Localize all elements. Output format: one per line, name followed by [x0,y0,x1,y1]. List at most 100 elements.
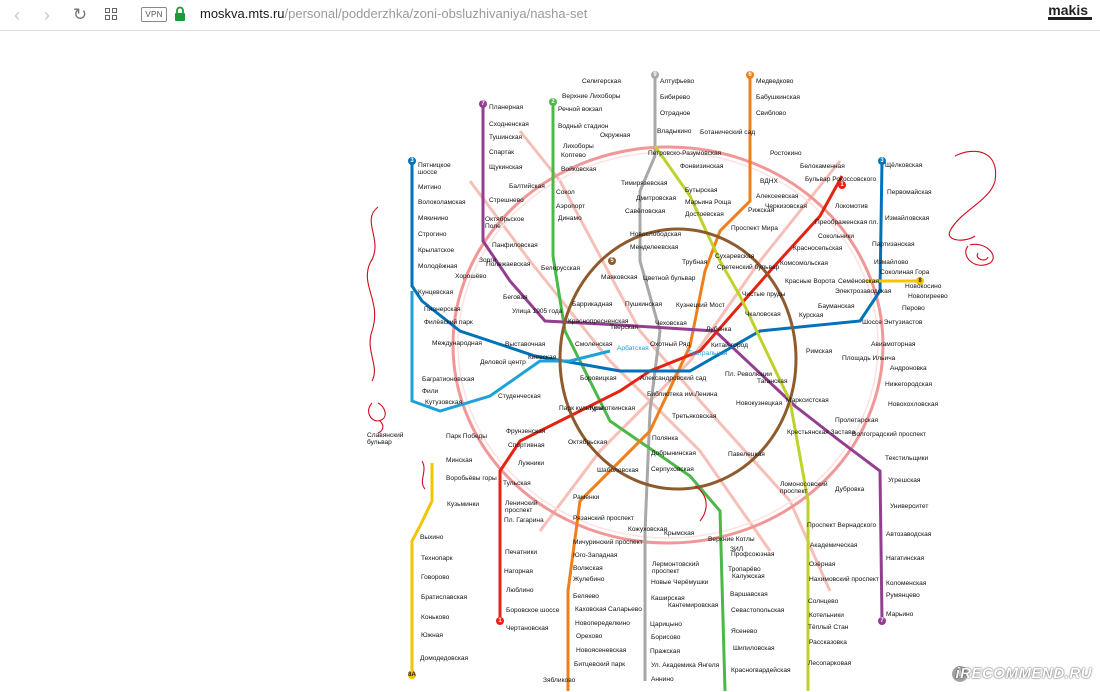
station-label: Нагатинская [886,555,925,562]
station-label: Верхние Лихоборы [562,93,621,100]
line-8a-badge: 8А [408,671,416,679]
station-label: Аэропорт [556,203,586,210]
station-label: Преображенская пл. [815,219,879,226]
station-label: Крестьянская Застава [787,429,856,436]
station-label: Аннино [651,676,674,683]
address-bar[interactable]: moskva.mts.ru/personal/podderzhka/zoni-o… [200,6,587,21]
station-label: Окружная [600,132,631,139]
station-label: Черкизовская [765,203,807,210]
station-label: Менделеевская [630,244,679,251]
station-label: Новослободская [630,231,682,238]
station-label: Дубровка [835,486,865,493]
station-label: Римская [806,348,833,355]
station-label: Чистые пруды [742,291,786,298]
station-label: Румянцево [886,592,920,599]
station-label: Печатники [505,549,538,556]
station-label: Лесопарковая [808,660,852,667]
station-label: Выставочная [505,341,546,348]
station-label: Сокольники [818,233,855,240]
station-label: Боровицкая [580,375,617,382]
station-label: Ростокино [770,150,802,157]
station-label: Беляево [573,593,599,600]
station-label: Серпуховская [651,466,694,473]
station-label: Чкаловская [745,311,781,318]
line-2-badge: 2 [549,98,557,106]
station-label: Саларьево [608,606,642,613]
pen-scribbles [366,150,997,522]
lock-icon[interactable] [174,6,186,22]
station-label: Алтуфьево [660,78,695,85]
line-5-ring [558,227,798,491]
station-label: Новоясеневская [576,647,627,654]
station-label: Кропоткинская [590,405,636,412]
station-label: Лужники [518,460,545,467]
line-6-badge: 6 [746,71,754,79]
station-label: Крымская [664,530,695,537]
station-label: Международная [432,340,482,347]
forward-arrow-icon[interactable]: › [44,5,50,25]
station-label: Минская [446,457,473,464]
station-label: Октябрьское Поле [485,216,525,230]
station-label: Фонвизинская [680,163,724,170]
line-1-badge: 1 [496,617,504,625]
station-label: Калужская [732,573,765,580]
station-label: Локомотив [835,203,868,210]
station-label: Добрынинская [651,450,696,457]
station-label: Смоленская [575,341,613,348]
station-label: Рассказовка [809,639,847,646]
station-label: Войковская [561,166,597,173]
station-label: Каховская [575,606,607,613]
station-label: Боровское шоссе [506,607,560,614]
station-label: Битцевский парк [574,661,625,668]
station-label: Парк Победы [446,433,488,440]
station-label: Петровско-Разумовская [648,150,722,157]
station-label: Орехово [576,633,603,640]
station-label: Кутузовская [425,399,463,406]
station-label: Соколиная Гора [880,269,930,276]
station-label: Новопеределкино [575,620,630,627]
station-label: Щукинская [489,164,523,171]
station-label: Коломенская [886,580,927,587]
station-label: Жулебино [573,576,605,583]
station-label: Волоколамская [418,199,466,206]
station-label: Угрешская [888,477,921,484]
station-label: Бутырская [685,187,718,194]
station-label: Дмитровская [636,195,677,202]
profile-name[interactable]: makis [1048,2,1088,18]
station-label: Бибирево [660,94,690,101]
station-label: Волгоградский проспект [852,431,927,438]
station-label: Домодедовская [420,655,469,662]
station-label: Охотный Ряд [650,341,691,348]
station-label: ВДНХ [760,178,778,185]
back-arrow-icon[interactable]: ‹ [14,5,20,25]
station-label: Технопарк [421,555,453,562]
url-path: /personal/podderzhka/zoni-obsluzhivaniya… [284,6,588,21]
vpn-badge[interactable]: VPN [141,7,167,22]
watermark-badge: i [952,666,968,682]
station-label: Полянка [652,435,679,442]
station-label: ЗИЛ [730,546,744,553]
station-label: Бабушкинская [756,94,800,101]
station-label: Юго-Западная [573,552,618,559]
station-label: Нагорная [504,568,533,575]
station-label: Хорошёво [455,273,487,280]
station-label: Пионерская [424,306,461,313]
station-label: Выхино [420,534,444,541]
station-label: Перово [902,305,925,312]
station-label: Измайловская [885,215,930,222]
profile-underline [1048,17,1092,20]
station-label: Автозаводская [886,531,932,538]
station-label: Зябликово [543,677,576,684]
station-label: Деловой центр [480,359,526,366]
station-label: Пражская [650,648,681,655]
station-label: Багратионовская [422,376,475,383]
station-label: Парк культуры [559,405,604,412]
station-label: Фрунзенская [506,428,546,435]
station-label: Царицыно [650,621,682,628]
station-label: Пятницкое шоссе [418,162,451,176]
tabs-grid-icon[interactable] [105,8,118,21]
reload-icon[interactable]: ↻ [72,5,88,24]
station-label: Сокол [556,189,575,196]
station-label: Верхние Котлы [708,536,755,543]
station-label: Воробьёвы горы [446,475,497,482]
